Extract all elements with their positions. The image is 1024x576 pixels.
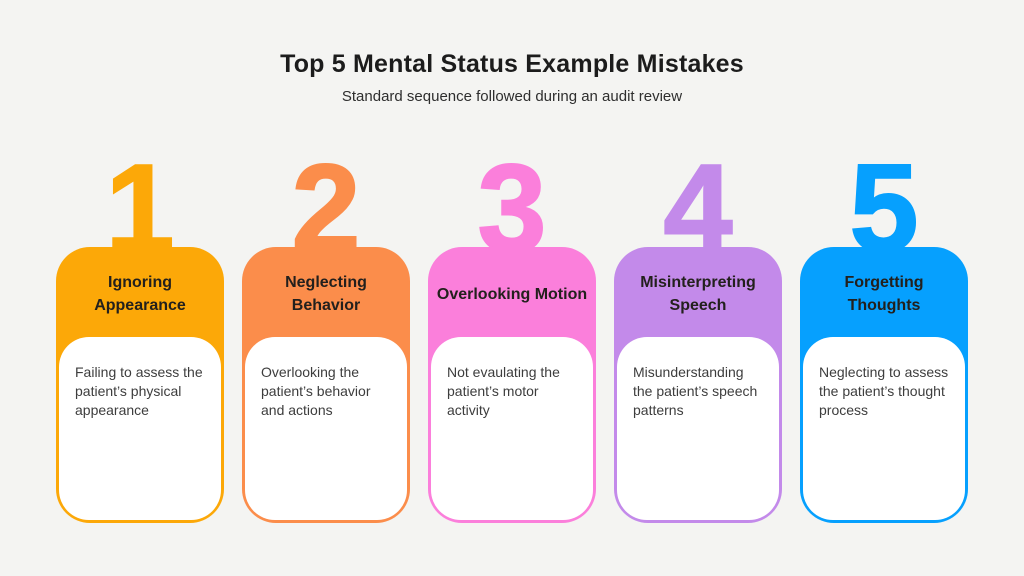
card-description: Failing to assess the patient’s physical… — [59, 337, 221, 520]
step-number: 1 — [105, 140, 176, 278]
mistake-cards-row: 1 Ignoring Appearance Failing to assess … — [56, 146, 968, 523]
step-number: 4 — [663, 140, 734, 278]
step-number: 2 — [291, 140, 362, 278]
card-description: Neglecting to assess the patient’s thoug… — [803, 337, 965, 520]
card-description: Overlooking the patient’s behavior and a… — [245, 337, 407, 520]
mistake-card-2: 2 Neglecting Behavior Overlooking the pa… — [242, 146, 410, 523]
page-header: Top 5 Mental Status Example Mistakes Sta… — [0, 0, 1024, 105]
card: Neglecting Behavior Overlooking the pati… — [242, 247, 410, 523]
card: Ignoring Appearance Failing to assess th… — [56, 247, 224, 523]
card: Misinterpreting Speech Misunderstanding … — [614, 247, 782, 523]
card-title: Forgetting Thoughts — [844, 274, 924, 314]
step-number: 3 — [477, 140, 548, 278]
mistake-card-5: 5 Forgetting Thoughts Neglecting to asse… — [800, 146, 968, 523]
mistake-card-3: 3 Overlooking Motion Not evaulating the … — [428, 146, 596, 523]
card-title: Overlooking Motion — [436, 285, 588, 303]
card-title: Ignoring Appearance — [94, 274, 186, 314]
card-description: Not evaulating the patient’s motor activ… — [431, 337, 593, 520]
card: Overlooking Motion Not evaulating the pa… — [428, 247, 596, 523]
step-number: 5 — [849, 140, 920, 278]
card-title: Neglecting Behavior — [285, 274, 367, 314]
card-description: Misunderstanding the patient’s speech pa… — [617, 337, 779, 520]
card-title: Misinterpreting Speech — [640, 274, 756, 314]
mistake-card-4: 4 Misinterpreting Speech Misunderstandin… — [614, 146, 782, 523]
mistake-card-1: 1 Ignoring Appearance Failing to assess … — [56, 146, 224, 523]
card: Forgetting Thoughts Neglecting to assess… — [800, 247, 968, 523]
page-subtitle: Standard sequence followed during an aud… — [341, 88, 683, 105]
page-title: Top 5 Mental Status Example Mistakes — [280, 50, 744, 78]
